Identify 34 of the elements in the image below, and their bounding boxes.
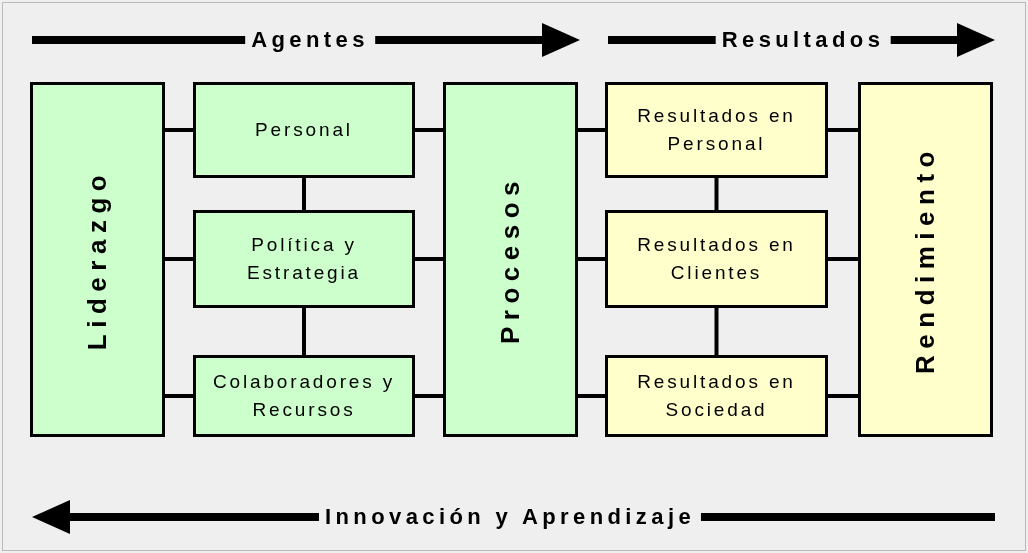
box-label: Resultados en Personal — [636, 103, 797, 156]
connector-line — [828, 128, 858, 132]
connector-line — [714, 308, 719, 355]
criterion-box — [193, 210, 415, 308]
connector-line — [415, 394, 443, 398]
criterion-box — [605, 355, 828, 437]
connector-line — [578, 257, 605, 261]
connector-line — [165, 394, 193, 398]
criterion-box — [30, 82, 165, 437]
criterion-box — [443, 82, 578, 437]
criterion-box — [858, 82, 993, 437]
criterion-box — [605, 210, 828, 308]
box-label: Colaboradores y Recursos — [211, 369, 397, 422]
connector-line — [165, 128, 193, 132]
connector-line — [828, 394, 858, 398]
box-label: Resultados en Sociedad — [636, 369, 797, 422]
criterion-box — [193, 82, 415, 178]
criterion-box — [193, 355, 415, 437]
connector-line — [714, 178, 719, 210]
box-label: Rendimiento — [909, 145, 941, 374]
connector-line — [415, 257, 443, 261]
box-label: Liderazgo — [81, 168, 113, 351]
connector-line — [165, 257, 193, 261]
box-label: Política y Estrategia — [245, 232, 362, 285]
connector-line — [578, 394, 605, 398]
criterion-box — [605, 82, 828, 178]
connector-line — [578, 128, 605, 132]
connector-line — [828, 257, 858, 261]
box-label: Resultados en Clientes — [636, 232, 797, 285]
box-label: Personal — [254, 117, 354, 142]
box-label: Procesos — [494, 174, 526, 345]
connector-line — [302, 308, 306, 355]
connector-line — [302, 178, 306, 210]
connector-line — [415, 128, 443, 132]
